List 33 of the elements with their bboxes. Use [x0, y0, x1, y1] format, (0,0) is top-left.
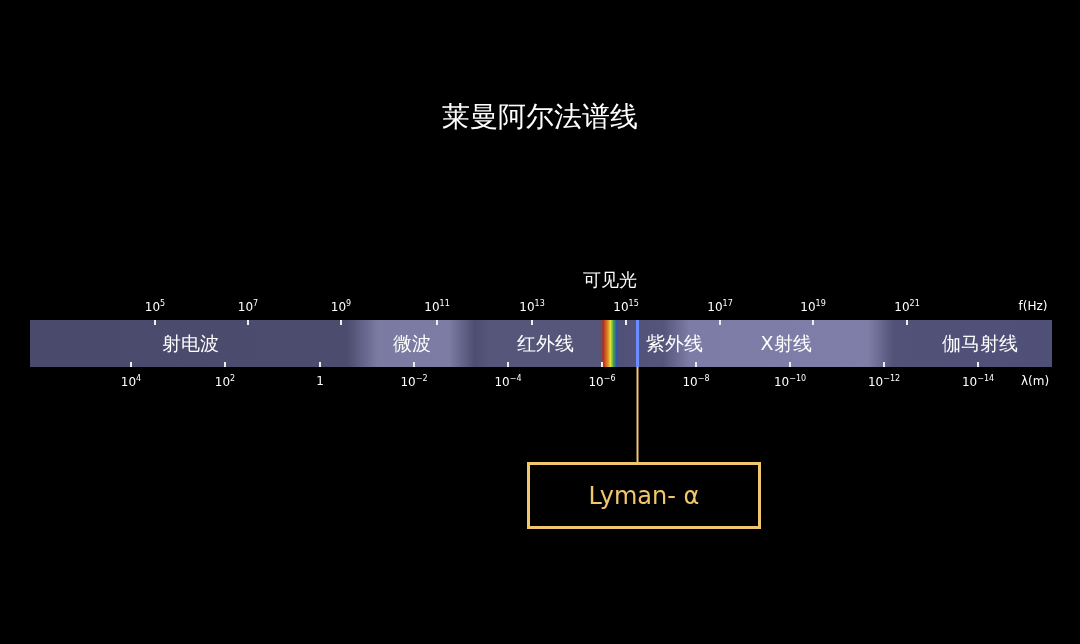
wavelength-tick-label: 10$^{−8}$: [682, 374, 710, 389]
wavelength-tick-label: 10$^{−6}$: [588, 374, 616, 389]
band-label: 红外线: [516, 331, 574, 356]
region-label: 可见光: [583, 268, 637, 292]
node-label: Lyman- α: [588, 481, 700, 510]
frequency-tick-label: 10$^{11}$: [424, 299, 450, 314]
band-label: 射电波: [161, 331, 219, 356]
spectral-line-marker: [636, 320, 639, 367]
frequency-tick-label: 10$^{9}$: [330, 299, 352, 314]
wavelength-tick-label: 1: [316, 374, 324, 388]
frequency-tick-label: 10$^{19}$: [800, 299, 826, 314]
leader-line: [636, 366, 639, 463]
band-label: X射线: [760, 331, 812, 356]
axis-unit-label: f(Hz): [1018, 299, 1048, 313]
axis-unit-label: λ(m): [1020, 374, 1050, 388]
band-label: 微波: [393, 331, 431, 356]
frequency-tick-label: 10$^{13}$: [519, 299, 545, 314]
wavelength-tick-label: 10$^{−14}$: [961, 374, 995, 389]
wavelength-tick-label: 10$^{4}$: [120, 374, 142, 389]
frequency-tick-label: 10$^{5}$: [144, 299, 166, 314]
title: 莱曼阿尔法谱线: [442, 99, 638, 135]
wavelength-tick-label: 10$^{−4}$: [494, 374, 522, 389]
wavelength-tick-label: 10$^{−12}$: [867, 374, 901, 389]
band-label: 伽马射线: [942, 331, 1018, 356]
frequency-tick-label: 10$^{15}$: [613, 299, 639, 314]
frequency-tick-label: 10$^{17}$: [707, 299, 733, 314]
wavelength-tick-label: 10$^{2}$: [214, 374, 236, 389]
label-box: [527, 462, 761, 529]
frequency-tick-label: 10$^{7}$: [237, 299, 259, 314]
frequency-tick-label: 10$^{21}$: [894, 299, 920, 314]
wavelength-tick-label: 10$^{−10}$: [773, 374, 807, 389]
band-label: 紫外线: [645, 331, 703, 356]
wavelength-tick-label: 10$^{−2}$: [400, 374, 428, 389]
